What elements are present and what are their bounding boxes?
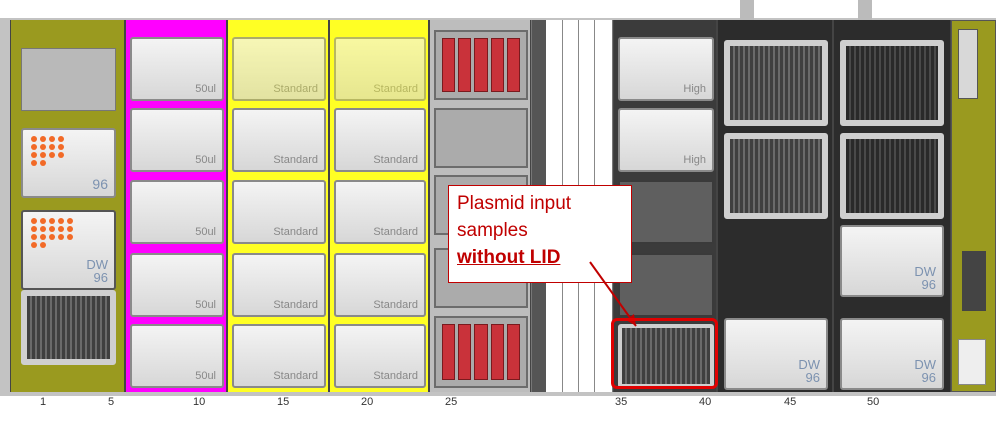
side-module[interactable] xyxy=(951,20,996,392)
carrier-4[interactable]: Standard Standard Standard Standard Stan… xyxy=(329,20,429,392)
tube-rack-50ul: 50ul xyxy=(130,324,224,388)
lidded-plate xyxy=(724,40,828,126)
plate-label: DW 96 xyxy=(86,257,108,285)
plate-label: DW 96 xyxy=(798,357,820,385)
lidded-plate xyxy=(724,133,828,219)
rack-label: 50ul xyxy=(195,154,216,166)
rack-label: Standard xyxy=(273,370,318,382)
plate-dw96-orange: DW 96 xyxy=(840,225,944,297)
rack-label: 50ul xyxy=(195,299,216,311)
deck-position-label: 45 xyxy=(784,396,797,408)
carrier-6[interactable]: High High xyxy=(613,20,717,392)
deck-position-label: 5 xyxy=(108,396,115,408)
black-96-plate xyxy=(21,290,116,365)
empty-plate-slot xyxy=(21,48,116,111)
carrier-8[interactable]: DW 96 DW 96 xyxy=(833,0,951,392)
rack-label: Standard xyxy=(373,370,418,382)
deck-position-label: 40 xyxy=(699,396,712,408)
tip-rack-high: High xyxy=(618,37,714,101)
tip-rack-standard: Standard xyxy=(334,180,426,244)
well-dots-orange xyxy=(31,218,74,248)
rack-label: Standard xyxy=(273,154,318,166)
carrier-1[interactable]: 96 DW 96 xyxy=(10,20,125,392)
rack-label: High xyxy=(683,154,706,166)
red-troughs xyxy=(442,324,521,380)
rack-label: Standard xyxy=(373,83,418,95)
annotation-callout: Plasmid input samples without LID xyxy=(448,185,632,283)
deck-position-label: 10 xyxy=(193,396,206,408)
black-plate xyxy=(840,133,944,219)
empty-slot xyxy=(618,180,714,244)
rack-label: Standard xyxy=(273,83,318,95)
plate-label: 96 xyxy=(92,176,108,192)
highlight-box xyxy=(611,318,718,389)
rack-label: 50ul xyxy=(195,370,216,382)
deck-position-label: 20 xyxy=(361,396,374,408)
rack-label: Standard xyxy=(373,154,418,166)
deck-position-label: 35 xyxy=(615,396,628,408)
plate-dw96-orange: DW 96 xyxy=(840,318,944,390)
black-plate xyxy=(840,40,944,126)
tip-rack-standard: Standard xyxy=(334,324,426,388)
rack-label: High xyxy=(683,83,706,95)
deck-position-label: 25 xyxy=(445,396,458,408)
tube-rack-50ul: 50ul xyxy=(130,253,224,317)
plasmid-sample-plate xyxy=(618,324,714,388)
reagent-trough-empty xyxy=(434,108,528,168)
rack-label: Standard xyxy=(373,226,418,238)
plate-dw96-orange: DW 96 xyxy=(724,318,828,390)
deck-position-label: 1 xyxy=(40,396,47,408)
empty-slot xyxy=(618,253,714,317)
well-dots-orange xyxy=(31,136,65,166)
tube-rack-50ul: 50ul xyxy=(130,37,224,101)
tube-rack-50ul: 50ul xyxy=(130,180,224,244)
plate-label: DW 96 xyxy=(914,264,936,292)
red-troughs xyxy=(442,38,521,92)
rack-label: Standard xyxy=(373,299,418,311)
tip-rack-standard: Standard xyxy=(334,37,426,101)
rack-label: Standard xyxy=(273,226,318,238)
reagent-trough xyxy=(434,316,528,388)
carrier-3[interactable]: Standard Standard Standard Standard Stan… xyxy=(227,20,329,392)
tip-rack-standard: Standard xyxy=(334,253,426,317)
reagent-trough xyxy=(434,30,528,100)
plate-96-orange: 96 xyxy=(21,128,116,198)
carrier-7[interactable]: DW 96 xyxy=(717,0,833,392)
tip-rack-standard: Standard xyxy=(232,253,326,317)
callout-line-2: samples xyxy=(457,220,528,241)
rack-label: 50ul xyxy=(195,83,216,95)
deck-position-label: 15 xyxy=(277,396,290,408)
tip-rack-high: High xyxy=(618,108,714,172)
plate-label: DW 96 xyxy=(914,357,936,385)
rack-label: 50ul xyxy=(195,226,216,238)
deck-position-label: 50 xyxy=(867,396,880,408)
tip-rack-standard: Standard xyxy=(232,108,326,172)
rack-label: Standard xyxy=(273,299,318,311)
carrier-2[interactable]: 50ul 50ul 50ul 50ul 50ul xyxy=(125,20,227,392)
tube-rack-50ul: 50ul xyxy=(130,108,224,172)
plate-dw96-orange: DW 96 xyxy=(21,210,116,290)
tip-rack-standard: Standard xyxy=(334,108,426,172)
tip-rack-standard: Standard xyxy=(232,324,326,388)
callout-line-3: without LID xyxy=(457,247,561,268)
callout-line-1: Plasmid input xyxy=(457,193,572,214)
tip-rack-standard: Standard xyxy=(232,37,326,101)
tip-rack-standard: Standard xyxy=(232,180,326,244)
